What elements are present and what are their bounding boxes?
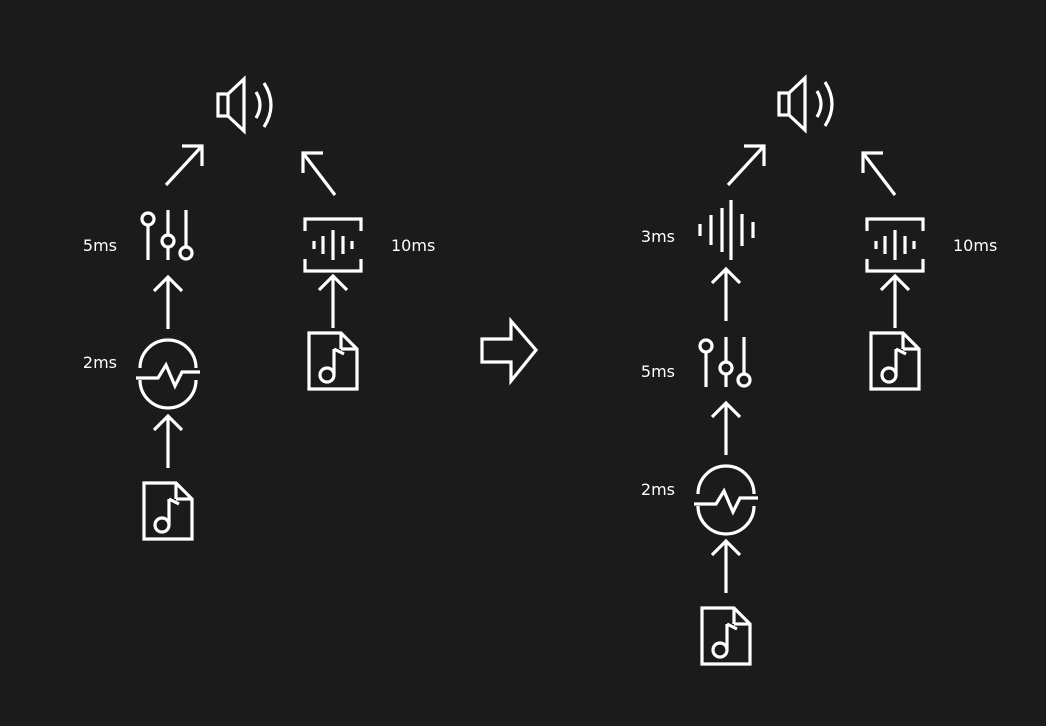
filter-latency-label: 5ms: [640, 362, 675, 381]
up-left-arrow-icon: [301, 151, 337, 196]
waveform-bars-icon: [698, 198, 755, 262]
up-arrow-icon: [317, 274, 349, 330]
sliders-filter-icon: [140, 208, 194, 262]
audio-file-icon: [142, 481, 194, 541]
waveform-latency-label: 3ms: [640, 227, 675, 246]
up-right-arrow-icon: [726, 144, 766, 187]
effect-latency-label: 2ms: [82, 353, 117, 372]
up-arrow-icon: [710, 267, 742, 323]
waveform-frame-decoder-icon: [865, 217, 925, 273]
up-arrow-icon: [152, 414, 184, 470]
filter-latency-label: 5ms: [82, 236, 117, 255]
speaker-icon: [777, 76, 834, 132]
speaker-icon: [216, 77, 273, 133]
up-arrow-icon: [152, 275, 184, 331]
audio-file-icon: [700, 606, 752, 666]
waveform-frame-decoder-icon: [303, 217, 363, 273]
decoder-latency-label: 10ms: [391, 236, 436, 255]
audio-file-icon: [869, 331, 921, 391]
before-diagram: [134, 77, 363, 541]
hollow-right-arrow-icon: [480, 316, 539, 386]
up-arrow-icon: [879, 274, 911, 330]
audio-file-icon: [307, 331, 359, 391]
up-left-arrow-icon: [861, 151, 897, 196]
after-diagram: [692, 76, 925, 666]
effect-latency-label: 2ms: [640, 480, 675, 499]
up-arrow-icon: [710, 539, 742, 595]
waveform-circle-effect-icon: [134, 338, 202, 410]
up-arrow-icon: [710, 401, 742, 457]
sliders-filter-icon: [698, 335, 752, 389]
waveform-circle-effect-icon: [692, 464, 760, 536]
up-right-arrow-icon: [164, 144, 204, 187]
decoder-latency-label: 10ms: [953, 236, 998, 255]
